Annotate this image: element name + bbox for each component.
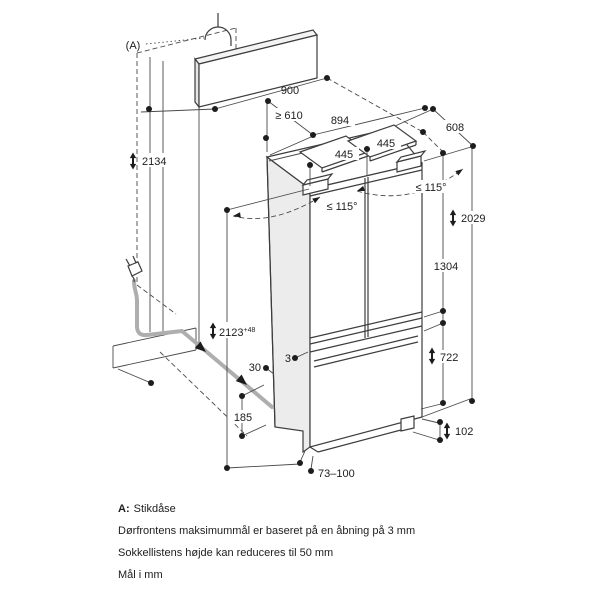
- power-cable: [132, 279, 274, 409]
- a-marker-label: (A): [126, 40, 141, 52]
- door-swing-arcs: [232, 166, 465, 219]
- dim-894-label: 894: [331, 115, 349, 127]
- dim-185-label: 185: [234, 412, 252, 424]
- dim-2134-label: 2134: [142, 156, 166, 168]
- dim-2123-tolerance: +48: [243, 327, 255, 334]
- dim-445-left-label: 445: [335, 149, 353, 161]
- note-a-prefix: A:: [118, 503, 130, 515]
- label-backgrounds: [139, 108, 494, 423]
- fridge-body: [265, 127, 427, 454]
- note-a-text: Stikdåse: [134, 503, 176, 515]
- dim-2029-label: 2029: [461, 213, 485, 225]
- dim-102-label: 102: [455, 426, 473, 438]
- dim-445-right-label: 445: [377, 138, 395, 150]
- dimension-labels: (A) 900 ≥ 610 894 608 445 445 ≤ 115° ≤ 1…: [126, 40, 486, 480]
- note-a: A: Stikdåse: [118, 503, 176, 515]
- dimension-dots: [146, 75, 476, 474]
- dim-610-label: ≥ 610: [275, 110, 302, 122]
- dim-73-100-label: 73–100: [318, 468, 355, 480]
- niche-outline: [112, 27, 248, 437]
- dim-2123-main: 2123: [219, 327, 243, 339]
- plug-icon: [125, 255, 143, 283]
- dim-1304-label: 1304: [434, 261, 458, 273]
- note-plinth: Sokkellistens højde kan reduceres til 50…: [118, 547, 333, 559]
- dim-30-label: 30: [249, 362, 261, 374]
- dim-722-label: 722: [440, 352, 458, 364]
- note-door-front: Dørfrontens maksimummål er baseret på en…: [118, 525, 415, 537]
- dim-angle-right-label: ≤ 115°: [415, 182, 446, 194]
- dim-900-label: 900: [281, 85, 299, 97]
- dim-608-label: 608: [446, 122, 464, 134]
- dim-2123-label: 2123+48: [219, 327, 255, 339]
- dim-3-label: 3: [285, 353, 291, 365]
- dim-angle-left-label: ≤ 115°: [326, 201, 357, 213]
- note-units: Mål i mm: [118, 569, 163, 581]
- socket-icon: [145, 13, 232, 46]
- top-panel: [193, 29, 319, 109]
- notes-block: A: Stikdåse Dørfrontens maksimummål er ba…: [118, 503, 415, 581]
